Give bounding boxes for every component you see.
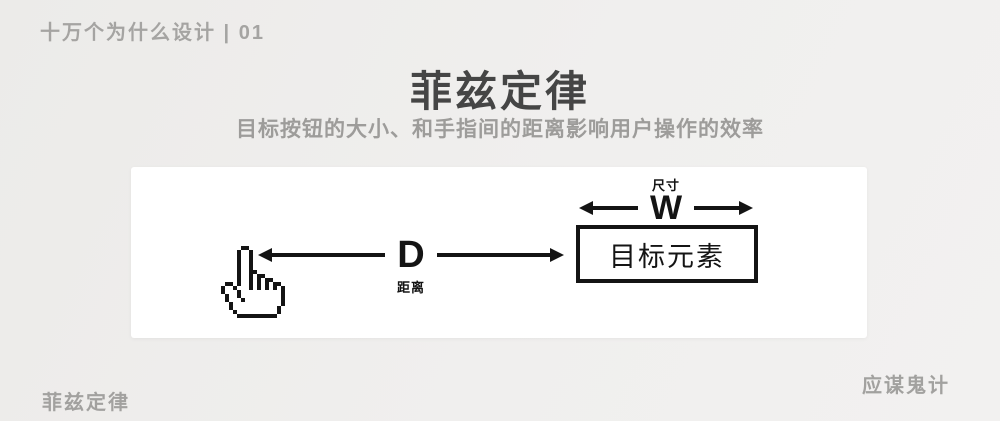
page-subtitle: 目标按钮的大小、和手指间的距离影响用户操作的效率 bbox=[236, 118, 764, 141]
hand-cursor-icon bbox=[221, 246, 289, 318]
distance-arrow: D bbox=[258, 234, 565, 276]
width-letter: W bbox=[649, 189, 683, 227]
target-element-box: 目标元素 bbox=[576, 225, 758, 283]
page-title: 菲兹定律 bbox=[409, 68, 590, 115]
arrow-shaft bbox=[436, 253, 551, 257]
diagram-card: 尺寸 W 目标元素 D 距离 bbox=[131, 167, 867, 338]
size-label: 尺寸 bbox=[651, 178, 680, 193]
footer-title: 菲兹定律 bbox=[42, 392, 130, 414]
distance-letter: D bbox=[397, 234, 425, 276]
arrow-right-tip bbox=[739, 201, 753, 215]
footer-credit: 应谋鬼计 bbox=[862, 375, 950, 397]
series-caption: 十万个为什么设计 | 01 bbox=[40, 22, 265, 44]
arrow-shaft bbox=[694, 206, 739, 210]
arrow-shaft bbox=[593, 206, 638, 210]
width-arrow: W bbox=[579, 189, 753, 227]
arrow-shaft bbox=[272, 253, 386, 257]
arrow-left-tip bbox=[579, 201, 593, 215]
arrow-right-tip bbox=[550, 248, 565, 262]
arrow-left-tip bbox=[258, 248, 272, 262]
distance-label: 距离 bbox=[396, 280, 425, 295]
